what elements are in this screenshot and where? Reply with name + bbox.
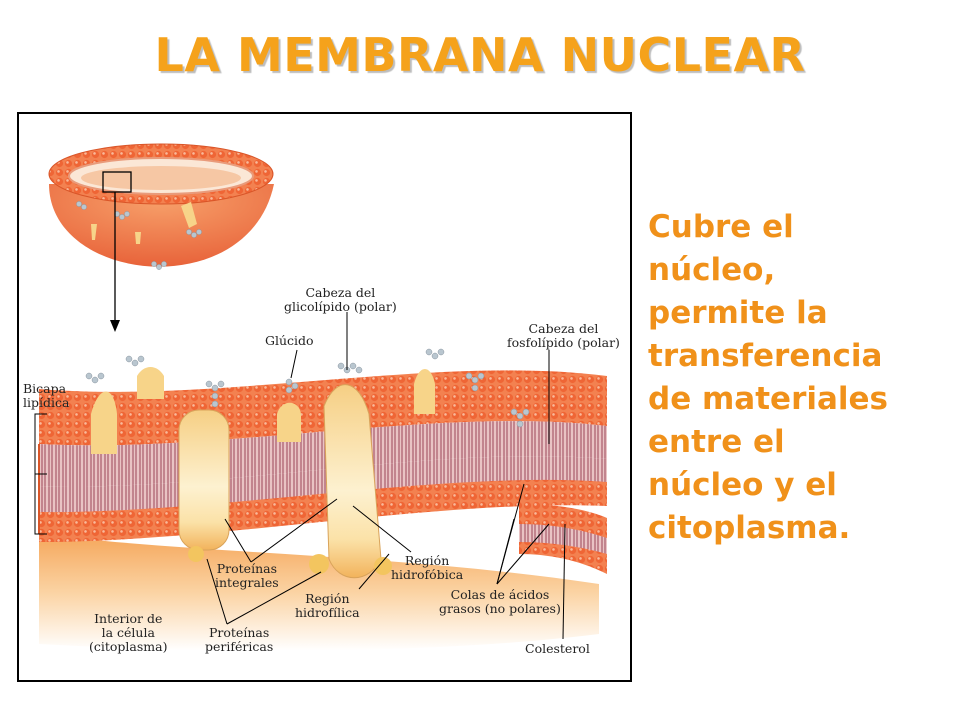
label-glycolipid-head: Cabeza del glicolípido (polar): [284, 285, 397, 314]
description-text: Cubre el núcleo, permite la transferenci…: [648, 209, 889, 546]
leader-lines: [34, 312, 566, 640]
label-phospholipid-head: Cabeza del fosfolípido (polar): [507, 321, 620, 350]
label-cholesterol: Colesterol: [525, 641, 590, 656]
cytoplasm-area: [39, 534, 599, 651]
page-title: LA MEMBRANA NUCLEAR: [154, 28, 806, 82]
label-bilayer: Bicapa lipídica: [23, 381, 70, 410]
integral-proteins: [91, 367, 435, 579]
peripheral-proteins: [188, 546, 392, 575]
label-integral-proteins: Proteínas integrales: [215, 561, 279, 590]
label-hydrophilic-region: Región hidrofílica: [295, 591, 360, 620]
label-hydrophobic-region: Región hidrofóbica: [391, 553, 464, 582]
label-glucid: Glúcido: [265, 333, 314, 348]
nucleus-hemisphere: [48, 143, 274, 270]
glucid-chains: [85, 348, 530, 428]
label-peripheral-proteins: Proteínas periféricas: [205, 625, 274, 654]
zoom-arrow-head: [110, 320, 120, 332]
membrane-diagram: Cabeza del glicolípido (polar) Glúcido C…: [17, 112, 632, 682]
zoom-box: [102, 171, 132, 193]
label-fatty-acid-tails: Colas de ácidos grasos (no polares): [439, 587, 561, 616]
membrane-illustration: [34, 143, 607, 651]
label-cell-interior: Interior de la célula (citoplasma): [89, 611, 168, 654]
